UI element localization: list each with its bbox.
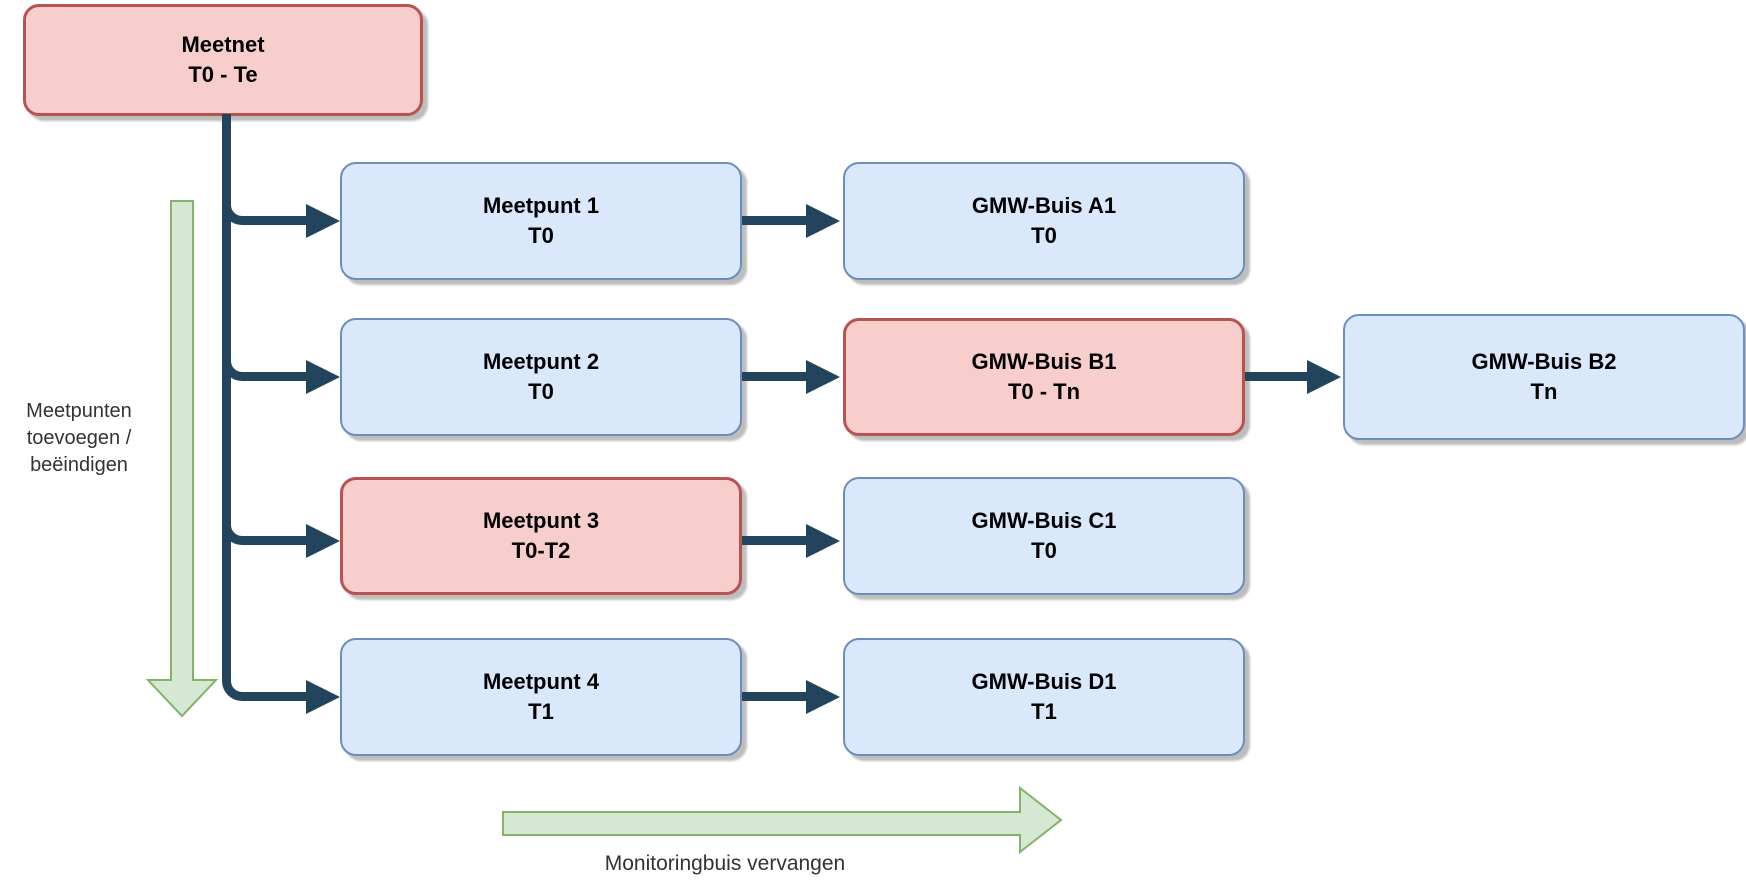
connector-arrowhead-icon — [806, 524, 840, 558]
node-subtitle: T0 — [528, 379, 554, 404]
connector-shaft — [742, 372, 808, 381]
branch-arrowhead-icon — [306, 360, 340, 394]
connector-arrowhead-icon — [806, 204, 840, 238]
branch-corner — [222, 193, 278, 225]
node-subtitle: T1 — [1031, 699, 1057, 724]
node-title: GMW-Buis A1 — [971, 193, 1117, 218]
node-meetnet: Meetnet T0 - Te — [23, 4, 423, 116]
node-title: Meetnet — [181, 32, 265, 57]
branch-corner — [222, 669, 278, 701]
connector-arrowhead-icon — [806, 360, 840, 394]
node-subtitle: T0 — [528, 223, 554, 248]
tree-trunk-line — [222, 114, 231, 669]
left-arrow-label-line3: beëindigen — [30, 454, 128, 476]
node-gmw-buis-c1: GMW-Buis C1 T0 — [843, 477, 1245, 595]
node-subtitle: Tn — [1530, 379, 1558, 404]
node-title: GMW-Buis C1 — [971, 508, 1117, 533]
node-gmw-buis-d1: GMW-Buis D1 T1 — [843, 638, 1245, 756]
node-gmw-buis-b1: GMW-Buis B1 T0 - Tn — [843, 318, 1245, 436]
node-subtitle: T1 — [528, 699, 554, 724]
left-arrow-label-line1: Meetpunten — [26, 400, 132, 422]
branch-corner — [222, 513, 278, 545]
connector-shaft — [742, 216, 808, 225]
connector-arrowhead-icon — [806, 680, 840, 714]
left-arrow-label-line2: toevoegen / — [26, 427, 132, 449]
connector-shaft — [1245, 372, 1309, 381]
branch-shaft — [260, 372, 310, 381]
green-down-arrow-icon — [145, 200, 219, 718]
node-subtitle: T0 - Te — [188, 62, 258, 87]
node-meetpunt-1: Meetpunt 1 T0 — [340, 162, 742, 280]
branch-shaft — [260, 692, 310, 701]
node-subtitle: T0 - Tn — [1007, 379, 1081, 404]
connector-shaft — [742, 536, 808, 545]
node-title: GMW-Buis D1 — [971, 669, 1117, 694]
node-subtitle: T0 — [1031, 223, 1057, 248]
node-gmw-buis-b2: GMW-Buis B2 Tn — [1343, 314, 1745, 440]
node-title: GMW-Buis B1 — [971, 349, 1117, 374]
branch-corner — [222, 349, 278, 381]
connector-arrowhead-icon — [1307, 360, 1341, 394]
green-right-arrow-icon — [502, 786, 1063, 855]
node-meetpunt-4: Meetpunt 4 T1 — [340, 638, 742, 756]
branch-shaft — [260, 216, 310, 225]
node-title: Meetpunt 2 — [482, 349, 600, 374]
node-meetpunt-3: Meetpunt 3 T0-T2 — [340, 477, 742, 595]
node-gmw-buis-a1: GMW-Buis A1 T0 — [843, 162, 1245, 280]
node-title: GMW-Buis B2 — [1471, 349, 1617, 374]
node-subtitle: T0-T2 — [511, 538, 571, 563]
branch-arrowhead-icon — [306, 524, 340, 558]
node-title: Meetpunt 1 — [482, 193, 600, 218]
node-subtitle: T0 — [1031, 538, 1057, 563]
connector-shaft — [742, 692, 808, 701]
node-title: Meetpunt 4 — [482, 669, 600, 694]
left-arrow-label: Meetpunten toevoegen / beëindigen — [8, 398, 150, 479]
node-title: Meetpunt 3 — [482, 508, 600, 533]
branch-arrowhead-icon — [306, 204, 340, 238]
bottom-arrow-label: Monitoringbuis vervangen — [604, 852, 846, 875]
node-meetpunt-2: Meetpunt 2 T0 — [340, 318, 742, 436]
branch-shaft — [260, 536, 310, 545]
branch-arrowhead-icon — [306, 680, 340, 714]
